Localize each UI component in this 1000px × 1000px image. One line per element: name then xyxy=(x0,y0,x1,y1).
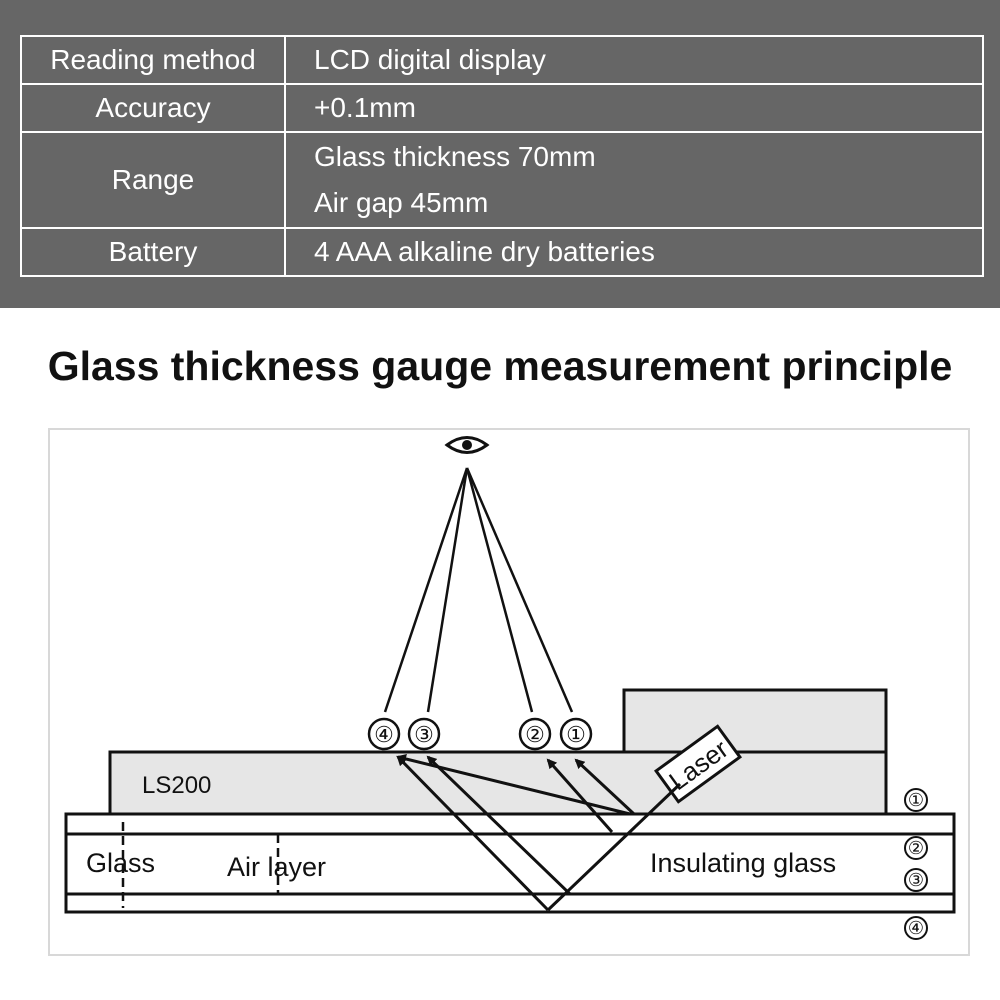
eye-icon xyxy=(444,436,490,454)
spec-row-battery: Battery 4 AAA alkaline dry batteries xyxy=(20,227,984,277)
spec-label: Battery xyxy=(20,227,286,277)
surface-marker-2: ② xyxy=(908,838,924,858)
spec-value: Glass thickness 70mm Air gap 45mm xyxy=(284,131,984,229)
spec-value-line: +0.1mm xyxy=(314,92,416,123)
spec-panel: Reading method LCD digital display Accur… xyxy=(0,0,1000,308)
insulating-glass-label: Insulating glass xyxy=(650,848,836,878)
reflection-marker-1: ① xyxy=(566,722,586,747)
spec-row-reading-method: Reading method LCD digital display xyxy=(20,35,984,85)
spec-value: +0.1mm xyxy=(284,83,984,133)
spec-value: 4 AAA alkaline dry batteries xyxy=(284,227,984,277)
reflection-markers: ④ ③ ② ① xyxy=(367,717,593,751)
spec-row-accuracy: Accuracy +0.1mm xyxy=(20,83,984,133)
spec-label: Reading method xyxy=(20,35,286,85)
surface-marker-1: ① xyxy=(908,790,924,810)
reflection-marker-2: ② xyxy=(525,722,545,747)
spec-row-range: Range Glass thickness 70mm Air gap 45mm xyxy=(20,131,984,229)
spec-value: LCD digital display xyxy=(284,35,984,85)
reflection-marker-3: ③ xyxy=(414,722,434,747)
spec-table: Reading method LCD digital display Accur… xyxy=(20,35,984,277)
spec-value-line: 4 AAA alkaline dry batteries xyxy=(314,236,655,267)
spec-label: Range xyxy=(20,131,286,229)
surface-markers: ① ② ③ ④ xyxy=(904,788,928,940)
air-layer-label: Air layer xyxy=(227,852,326,882)
laser-beam-paths xyxy=(396,754,682,912)
sight-lines xyxy=(383,467,574,713)
insulating-glass-layers xyxy=(64,812,956,914)
spec-value-line: LCD digital display xyxy=(314,44,546,75)
spec-value-line: Air gap 45mm xyxy=(314,187,489,218)
spec-value-line: Glass thickness 70mm xyxy=(314,141,596,172)
surface-marker-3: ③ xyxy=(908,870,924,890)
spec-label: Accuracy xyxy=(20,83,286,133)
reflection-marker-4: ④ xyxy=(374,722,394,747)
device-label: LS200 xyxy=(142,772,211,799)
page-title: Glass thickness gauge measurement princi… xyxy=(47,343,953,389)
glass-label: Glass xyxy=(86,848,155,878)
device-upper-block xyxy=(622,688,888,754)
surface-marker-4: ④ xyxy=(908,918,924,938)
